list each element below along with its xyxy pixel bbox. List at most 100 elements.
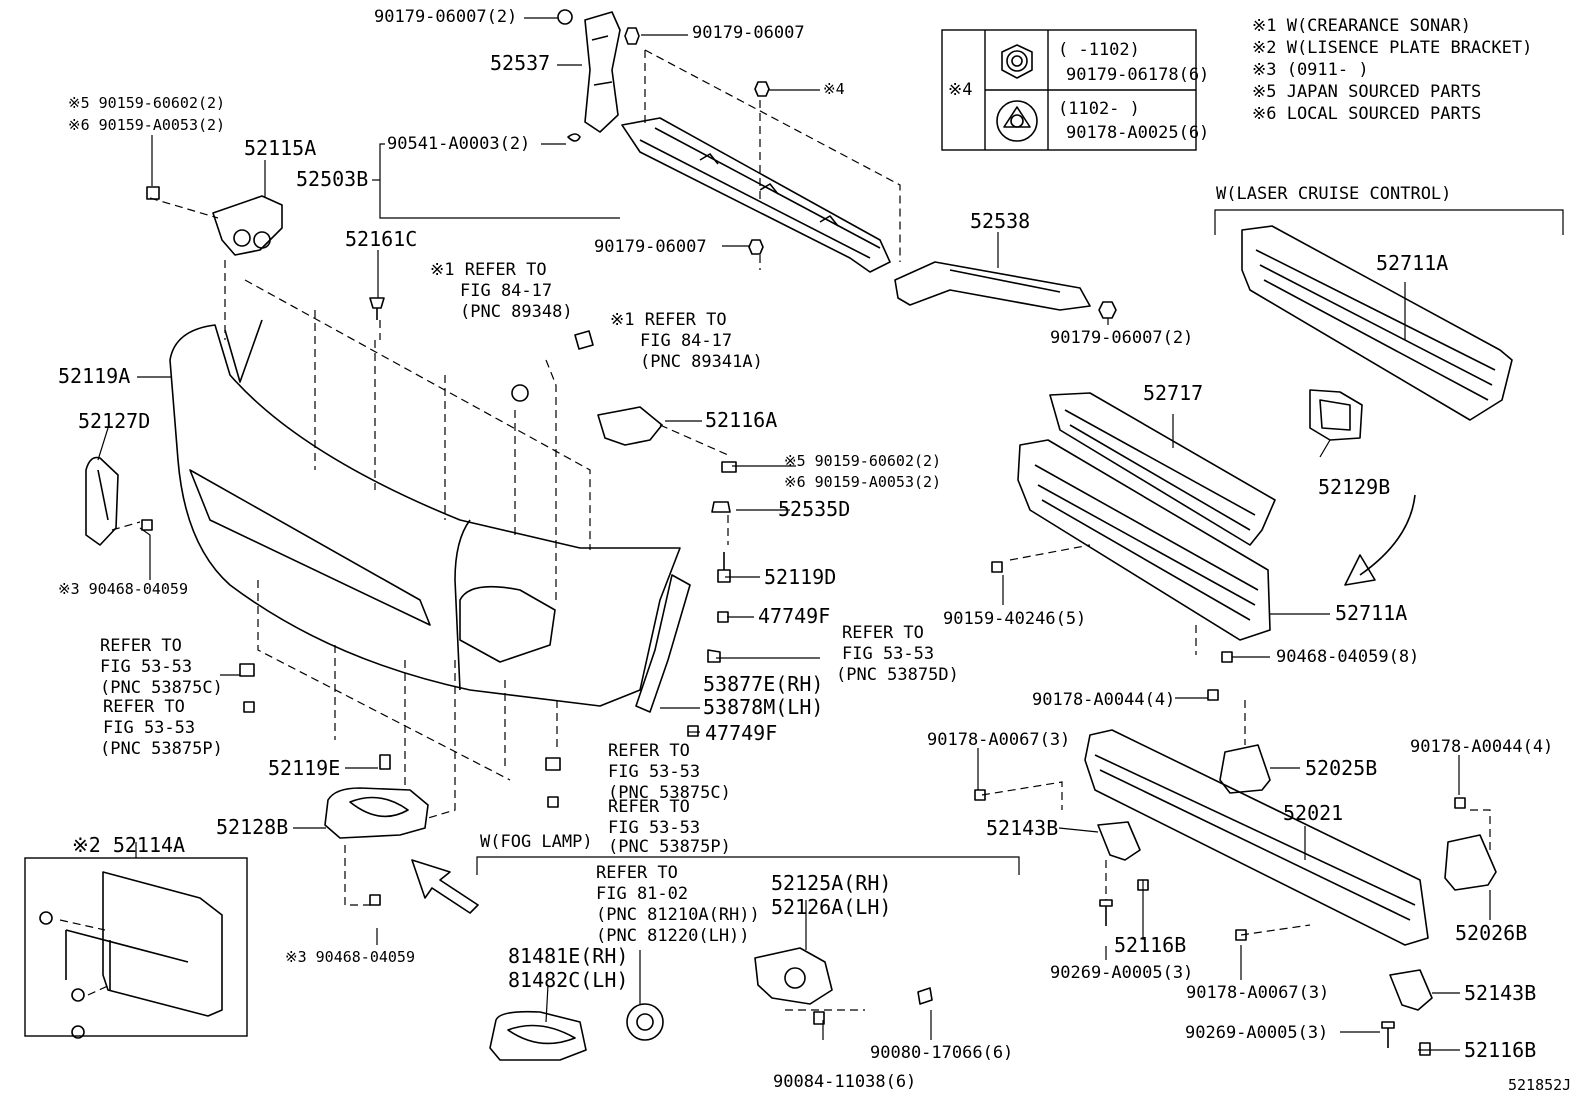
part-label: 90541-A0003(2) — [387, 134, 530, 154]
bracket-52115a — [212, 195, 283, 256]
legend-item-5: ※6 LOCAL SOURCED PARTS — [1252, 104, 1481, 124]
part-label: ※3 90468-04059 — [285, 948, 415, 966]
legend-item-3: ※3 (0911- ) — [1252, 60, 1369, 80]
part-label: 52128B — [216, 815, 288, 839]
leader-lines — [97, 17, 1491, 1051]
bulb-81210a — [626, 1003, 664, 1041]
part-label: REFER TO — [608, 797, 690, 817]
part-label: 52116B — [1464, 1038, 1536, 1062]
bracket-52125a — [754, 947, 833, 1005]
screw-icon — [39, 911, 53, 925]
bracket-52127d — [85, 456, 119, 546]
part-label: (PNC 89341A) — [640, 352, 763, 372]
part-label: 52711A — [1376, 251, 1448, 275]
reinforcement-52021 — [1084, 729, 1429, 946]
part-label: 90179-06007(2) — [1050, 328, 1193, 348]
part-label: 52129B — [1318, 475, 1390, 499]
part-label: REFER TO — [608, 741, 690, 761]
bracket-52537 — [584, 11, 621, 133]
part-label: 90178-A0044(4) — [1032, 690, 1175, 710]
bolt-icon — [146, 186, 160, 200]
part-label: 52125A(RH) — [771, 871, 891, 895]
part-label: (PNC 81210A(RH)) — [596, 905, 760, 925]
screw-icon — [991, 561, 1003, 573]
part-label: 52537 — [490, 51, 550, 75]
note4-part-2: 90178-A0025(6) — [1066, 123, 1209, 143]
note4-range-1: ( -1102) — [1058, 40, 1140, 60]
note4-mark: ※4 — [948, 80, 972, 100]
part-label: 90084-11038(6) — [773, 1072, 916, 1092]
cage-nut-icon — [996, 100, 1038, 142]
part-label: FIG 53-53 — [103, 718, 195, 738]
part-label: 90179-06007 — [594, 237, 707, 257]
part-label: (PNC 53875D) — [836, 665, 959, 685]
part-label: 90178-A0067(3) — [927, 730, 1070, 750]
part-label: 52711A — [1335, 601, 1407, 625]
cover-52129b — [1309, 389, 1363, 441]
part-label: ※3 90468-04059 — [58, 580, 188, 598]
part-label: 90179-06007(2) — [374, 7, 517, 27]
part-label: 47749F — [758, 604, 830, 628]
clip-icon — [567, 133, 581, 142]
grille-52717 — [1049, 392, 1276, 546]
legend: ※1 W(CREARANCE SONAR) ※2 W(LISENCE PLATE… — [1252, 16, 1532, 124]
note4-table: ※4 ( -1102) 90179-06178(6) (1102- ) 9017… — [941, 29, 1209, 151]
part-label: REFER TO — [103, 697, 185, 717]
part-label: 81482C(LH) — [508, 968, 628, 992]
part-label: ※5 90159-60602(2) — [68, 94, 225, 112]
flange-nut-icon — [1001, 44, 1033, 79]
part-label: FIG 81-02 — [596, 884, 688, 904]
part-label: 52127D — [78, 409, 150, 433]
part-label: REFER TO — [100, 636, 182, 656]
part-label: 53877E(RH) — [703, 672, 823, 696]
bracket-52026b — [1444, 834, 1497, 891]
seal-53877e — [635, 574, 691, 713]
part-label: 52119A — [58, 364, 130, 388]
part-label: ※6 90159-A0053(2) — [784, 473, 941, 491]
retainer-52116a — [597, 406, 663, 446]
diagram-id: 521852J — [1508, 1076, 1571, 1094]
part-label: 52026B — [1455, 921, 1527, 945]
part-label: 90080-17066(6) — [870, 1043, 1013, 1063]
arrow-curve — [1359, 494, 1416, 576]
part-label: REFER TO — [842, 623, 924, 643]
part-label: 52115A — [244, 136, 316, 160]
fog-group-bracket: W(FOG LAMP) — [476, 832, 1020, 875]
part-label: 47749F — [705, 721, 777, 745]
grille-52711a — [1017, 439, 1271, 641]
bumper-cover-52119a — [169, 319, 681, 707]
part-label: 90179-06007 — [692, 23, 805, 43]
part-label: ※2 52114A — [72, 833, 185, 857]
screw-icon — [71, 1025, 85, 1039]
legend-item-4: ※5 JAPAN SOURCED PARTS — [1252, 82, 1481, 102]
part-label: ※1 REFER TO — [430, 260, 547, 280]
note4-range-2: (1102- ) — [1058, 99, 1140, 119]
arrow-head-icon — [1344, 554, 1376, 586]
fog-group-label: W(FOG LAMP) — [480, 832, 593, 852]
reinforcement-52503b — [621, 117, 891, 273]
part-label: 90468-04059(8) — [1276, 647, 1419, 667]
laser-group-bracket: W(LASER CRUISE CONTROL) — [1214, 184, 1564, 235]
part-label: (PNC 53875C) — [608, 783, 731, 803]
part-label: 52161C — [345, 227, 417, 251]
part-label: 52116A — [705, 408, 777, 432]
nut-icon — [748, 239, 764, 255]
part-label: 52143B — [1464, 981, 1536, 1005]
assembly-lines — [59, 49, 1491, 1011]
part-label: (PNC 89348) — [460, 302, 573, 322]
part-label: 52021 — [1283, 801, 1343, 825]
part-label: REFER TO — [596, 863, 678, 883]
part-label: 81481E(RH) — [508, 944, 628, 968]
part-label: 52503B — [296, 167, 368, 191]
clip-icon — [557, 9, 573, 25]
clip-icon — [1221, 651, 1233, 663]
part-label: 52119E — [268, 756, 340, 780]
bracket-52143b-lower — [1389, 969, 1433, 1011]
part-label: FIG 84-17 — [460, 281, 552, 301]
part-label: FIG 53-53 — [608, 818, 700, 838]
grille-52711a-laser — [1241, 225, 1513, 421]
part-label: FIG 53-53 — [842, 644, 934, 664]
fog-cover-52128b — [324, 787, 429, 839]
legend-item-2: ※2 W(LISENCE PLATE BRACKET) — [1252, 38, 1532, 58]
part-labels: 90179-06007(2) 90179-06007 52537 ※4 ※5 9… — [58, 7, 1553, 1092]
